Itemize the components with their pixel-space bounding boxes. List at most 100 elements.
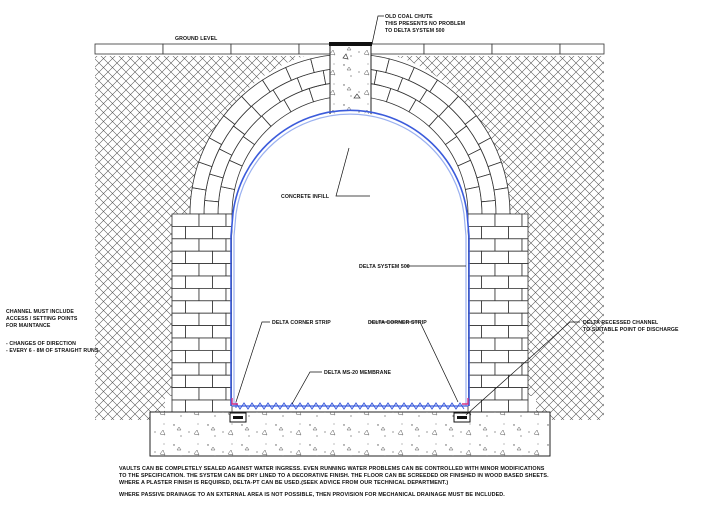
wall-brick	[212, 399, 233, 413]
wall-brick	[198, 213, 227, 227]
wall-brick	[508, 325, 529, 339]
wall-brick	[494, 238, 523, 252]
wall-brick	[508, 399, 529, 413]
channel-note-line-2: ACCESS / SETTING POINTS	[6, 316, 78, 322]
recessed-channel-right	[453, 412, 471, 423]
paving-slab	[94, 43, 164, 55]
ground-level-label: GROUND LEVEL	[175, 36, 218, 42]
vault-cavity	[232, 112, 468, 406]
wall-brick	[494, 287, 523, 302]
wall-brick	[481, 275, 509, 289]
arch-brick	[217, 186, 236, 215]
wall-brick	[481, 399, 509, 413]
wall-brick	[494, 263, 523, 277]
wall-brick	[171, 250, 186, 264]
brick-wall-right	[467, 213, 529, 413]
wall-brick	[171, 387, 200, 401]
wall-brick	[185, 374, 213, 389]
wall-brick	[198, 263, 227, 277]
footer-line-1: VAULTS CAN BE COMPLETELY SEALED AGAINST …	[119, 466, 545, 472]
brick-wall-left	[171, 213, 233, 413]
footer-notes: VAULTS CAN BE COMPLETELY SEALED AGAINST …	[119, 466, 549, 498]
paving-slab	[162, 43, 232, 55]
wall-brick	[467, 225, 482, 240]
wall-brick	[212, 225, 233, 240]
recessed-channel-label-2: TO SUITABLE POINT OF DISCHARGE	[583, 327, 679, 333]
wall-brick	[508, 374, 529, 389]
wall-brick	[494, 213, 523, 227]
wall-brick	[508, 300, 529, 314]
recessed-channel-label-1: DELTA RECESSED CHANNEL	[583, 320, 659, 326]
wall-brick	[185, 250, 213, 264]
wall-brick	[171, 399, 186, 413]
ms20-floor-membrane	[232, 401, 468, 410]
wall-brick	[467, 312, 496, 327]
wall-brick	[481, 325, 509, 339]
footer-line-3: WHERE A PLASTER FINISH IS REQUIRED, DELT…	[119, 480, 448, 486]
paving-slab	[298, 43, 331, 55]
channel-note-line-3: FOR MAINTANCE	[6, 323, 51, 329]
wall-brick	[198, 387, 227, 401]
wall-brick	[467, 349, 482, 364]
wall-brick	[521, 213, 529, 227]
arch-brick	[189, 187, 207, 215]
recessed-channel-left	[229, 412, 247, 423]
arch-brick	[493, 187, 511, 215]
wall-brick	[212, 325, 233, 339]
wall-brick	[171, 312, 200, 327]
wall-brick	[212, 300, 233, 314]
arch-brick	[480, 200, 497, 215]
wall-brick	[171, 263, 200, 277]
drawing-labels: GROUND LEVEL OLD COAL CHUTE THIS PRESENT…	[6, 14, 679, 376]
paving-slab	[423, 43, 493, 55]
wall-brick	[212, 250, 233, 264]
membrane-label: DELTA MS-20 MEMBRANE	[324, 370, 391, 376]
wall-brick	[467, 287, 496, 302]
wall-brick	[467, 263, 496, 277]
wall-brick	[171, 287, 200, 302]
corner-strip-left	[231, 398, 238, 405]
concrete-floor-slab	[149, 411, 551, 457]
wall-brick	[508, 275, 529, 289]
wall-brick	[185, 325, 213, 339]
corner-strip-right	[462, 398, 469, 405]
wall-brick	[481, 349, 509, 364]
wall-brick	[521, 337, 529, 351]
corner-strip-right-label: DELTA CORNER STRIP	[368, 320, 427, 326]
corner-strip-left-label: DELTA CORNER STRIP	[272, 320, 331, 326]
paving-slab	[370, 43, 425, 55]
wall-brick	[467, 325, 482, 339]
wall-brick	[212, 275, 233, 289]
wall-brick	[467, 213, 496, 227]
wall-brick	[467, 337, 496, 351]
delta-system-label: DELTA SYSTEM 500	[359, 264, 410, 270]
wall-brick	[494, 387, 523, 401]
wall-brick	[171, 362, 200, 376]
brick-arch	[189, 53, 511, 215]
wall-brick	[171, 325, 186, 339]
wall-brick	[467, 387, 496, 401]
wall-brick	[467, 275, 482, 289]
wall-brick	[521, 362, 529, 376]
wall-brick	[198, 312, 227, 327]
wall-brick	[481, 250, 509, 264]
wall-brick	[508, 225, 529, 240]
wall-brick	[171, 300, 186, 314]
wall-brick	[467, 399, 482, 413]
ground-level-paving	[94, 43, 605, 55]
paving-slab	[491, 43, 561, 55]
paving-slab	[230, 43, 300, 55]
delta-system-500-membrane	[230, 109, 470, 406]
wall-brick	[212, 349, 233, 364]
wall-brick	[521, 263, 529, 277]
wall-brick	[171, 238, 200, 252]
wall-brick	[467, 374, 482, 389]
wall-brick	[185, 300, 213, 314]
wall-brick	[521, 238, 529, 252]
wall-brick	[171, 337, 200, 351]
leader-lines	[235, 15, 580, 416]
wall-brick	[212, 374, 233, 389]
wall-brick	[467, 238, 496, 252]
wall-brick	[185, 275, 213, 289]
wall-brick	[521, 387, 529, 401]
